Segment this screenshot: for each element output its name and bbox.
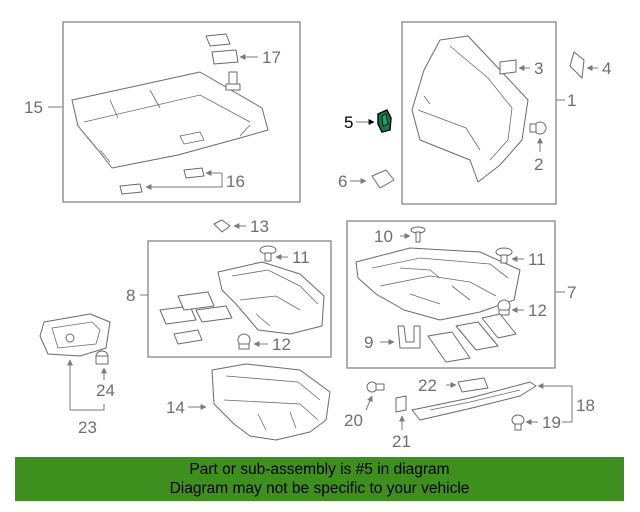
- callout-3[interactable]: 3: [534, 59, 543, 78]
- callout-9[interactable]: 9: [364, 333, 373, 352]
- lower-tray: [211, 363, 331, 441]
- part-10-pin: [410, 226, 426, 243]
- group-box-15: [62, 21, 301, 203]
- part-3-clip: [499, 59, 517, 75]
- clip-part: [225, 71, 241, 91]
- part-18-trim-strip: [411, 381, 537, 421]
- right-mats: [427, 313, 517, 363]
- callout-10[interactable]: 10: [374, 227, 393, 246]
- part-21-clip: [395, 395, 407, 413]
- callout-20[interactable]: 20: [344, 411, 363, 430]
- callout-22[interactable]: 22: [418, 376, 437, 395]
- part-2-fastener: [529, 121, 547, 135]
- callout-24[interactable]: 24: [96, 381, 115, 400]
- part-23-housing: [39, 313, 111, 357]
- part-6-bracket: [371, 169, 395, 189]
- banner-line-1: Part or sub-assembly is #5 in diagram: [189, 461, 450, 478]
- info-banner: Part or sub-assembly is #5 in diagram Di…: [15, 457, 624, 501]
- part-12-nut-right: [497, 299, 511, 316]
- callout-2[interactable]: 2: [534, 155, 543, 174]
- callout-13[interactable]: 13: [250, 217, 269, 236]
- callout-8[interactable]: 8: [126, 286, 135, 305]
- part-9-bracket: [397, 325, 421, 349]
- callout-23[interactable]: 23: [78, 418, 97, 437]
- callout-19[interactable]: 19: [542, 413, 561, 432]
- callout-6[interactable]: 6: [338, 172, 347, 191]
- part-11-clip-right: [495, 247, 513, 264]
- callout-17[interactable]: 17: [262, 48, 281, 67]
- part-13-clip: [213, 219, 231, 233]
- callout-4[interactable]: 4: [602, 59, 611, 78]
- part-22-pad: [457, 377, 489, 393]
- callout-1[interactable]: 1: [567, 91, 576, 110]
- callout-11-left[interactable]: 11: [292, 248, 310, 267]
- banner-line-2: Diagram may not be specific to your vehi…: [169, 480, 470, 497]
- left-mats: [159, 291, 233, 345]
- left-tray: [217, 261, 325, 335]
- group-box-8: [147, 240, 332, 358]
- side-trim-panel: [411, 35, 529, 183]
- part-24-plug: [95, 350, 109, 365]
- callout-14[interactable]: 14: [166, 398, 185, 417]
- callout-15[interactable]: 15: [24, 98, 43, 117]
- part-19-clip: [511, 414, 525, 431]
- callout-21[interactable]: 21: [392, 432, 411, 451]
- part-17-pad: [205, 33, 239, 65]
- part-20-bolt: [366, 381, 385, 393]
- part-11-clip-left: [259, 245, 277, 262]
- callout-18[interactable]: 18: [576, 396, 595, 415]
- group-box-1: [401, 21, 557, 205]
- deck-board: [71, 71, 269, 169]
- main-tray: [355, 247, 521, 321]
- part-16-pads: [119, 167, 205, 195]
- callout-5[interactable]: 5: [344, 113, 353, 132]
- callout-7[interactable]: 7: [567, 283, 576, 302]
- callout-11-right[interactable]: 11: [528, 250, 546, 269]
- callout-12-right[interactable]: 12: [528, 301, 547, 320]
- group-box-7: [346, 220, 556, 369]
- part-4-cover: [569, 51, 585, 79]
- callout-16[interactable]: 16: [226, 172, 245, 191]
- part-5-highlighted[interactable]: [377, 109, 392, 133]
- callout-12-left[interactable]: 12: [272, 335, 291, 354]
- part-12-nut-left: [237, 333, 251, 350]
